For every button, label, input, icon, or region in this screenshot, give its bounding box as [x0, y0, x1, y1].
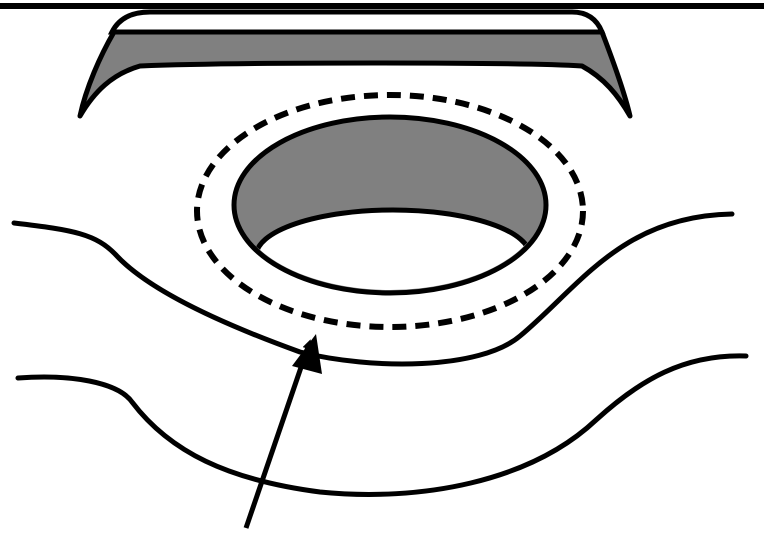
lower-wavy-line — [18, 356, 746, 495]
pointer-arrow-head — [292, 334, 322, 374]
top-flap-white-lip — [112, 12, 602, 32]
pointer-arrow — [246, 344, 309, 528]
